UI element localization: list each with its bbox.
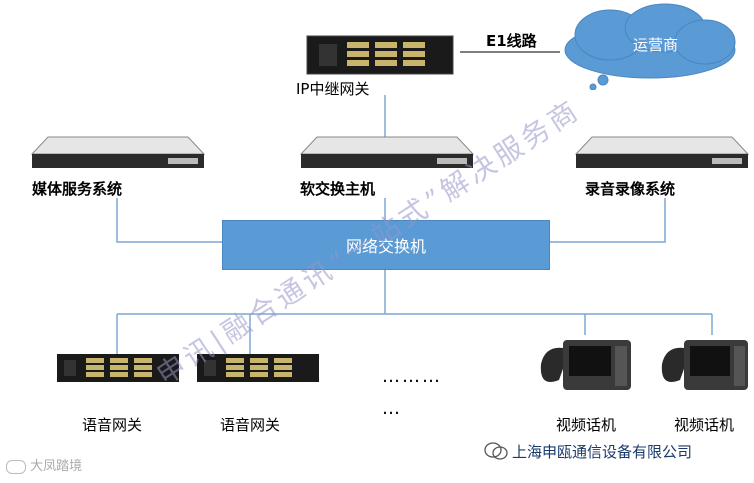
source-watermark: 大凤踏境	[6, 455, 82, 474]
more-devices-ellipsis-row2: …	[382, 398, 402, 419]
ip-gateway-label: IP中继网关	[296, 78, 369, 99]
e1-line-label: E1线路	[486, 30, 537, 51]
voice-gateway-2-label: 语音网关	[220, 414, 280, 435]
carrier-cloud-label: 运营商	[633, 36, 678, 54]
wechat-icon	[484, 441, 508, 461]
recorder-server-icon	[572, 132, 752, 182]
video-phone-2-icon	[656, 334, 751, 396]
softswitch-label: 软交换主机	[300, 178, 375, 199]
source-mark-text: 大凤踏境	[30, 459, 82, 474]
video-phone-2-label: 视频话机	[674, 414, 734, 435]
source-logo-icon	[6, 460, 26, 474]
recorder-label: 录音录像系统	[585, 178, 675, 199]
media-server-label: 媒体服务系统	[32, 178, 122, 199]
more-devices-ellipsis-row1: ………	[382, 366, 442, 387]
voice-gateway-1-label: 语音网关	[82, 414, 142, 435]
ip-gateway-device-icon	[305, 32, 455, 82]
media-server-icon	[28, 132, 208, 182]
company-name: 上海申瓯通信设备有限公司	[512, 441, 692, 462]
video-phone-1-icon	[535, 334, 635, 396]
carrier-cloud: 运营商	[555, 0, 745, 90]
video-phone-1-label: 视频话机	[556, 414, 616, 435]
